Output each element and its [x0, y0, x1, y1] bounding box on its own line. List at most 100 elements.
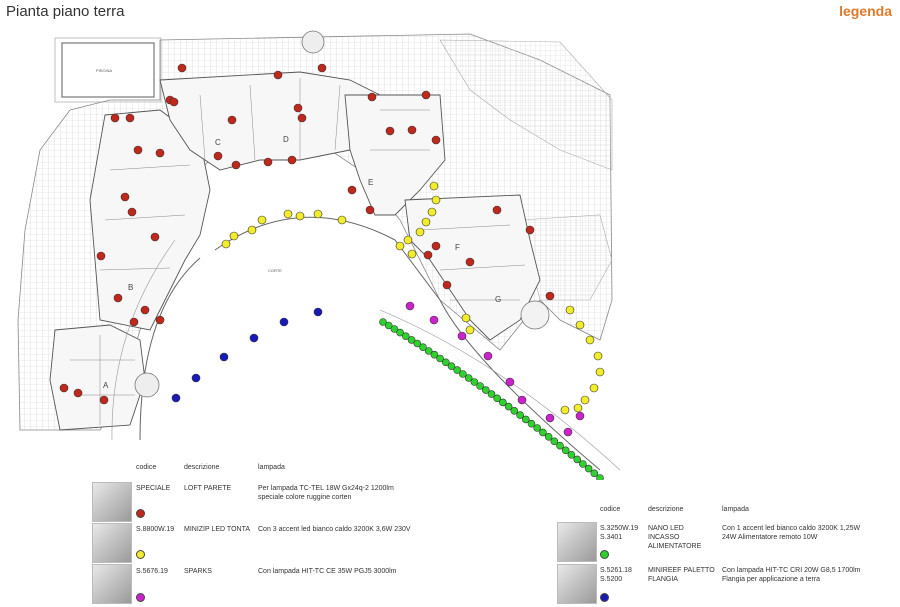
yellow-marker [337, 215, 347, 225]
green-marker [481, 386, 490, 394]
blue-marker [279, 317, 289, 327]
green-marker [584, 464, 593, 473]
blue-marker [191, 373, 201, 383]
legend-codice: S.8800W.19 [136, 526, 175, 533]
green-marker [579, 460, 587, 468]
red-marker [525, 225, 535, 235]
red-marker [155, 315, 165, 325]
magenta-marker [505, 377, 515, 387]
legend-swatch-magenta [136, 593, 145, 602]
magenta-marker [483, 351, 493, 361]
red-marker [442, 280, 452, 290]
wall-lamp-icon [92, 482, 132, 522]
blue-marker [313, 307, 323, 317]
pool-label: PISCINA [96, 68, 112, 73]
legend-codice: S.3250W.19 S.3401 [600, 525, 639, 541]
page-title: Pianta piano terra [6, 3, 125, 20]
yellow-marker [221, 239, 231, 249]
legend-title: legenda [839, 3, 892, 19]
red-marker [59, 383, 69, 393]
green-marker [379, 318, 387, 326]
yellow-marker [465, 325, 475, 335]
red-marker [155, 148, 165, 158]
yellow-marker [395, 241, 405, 251]
red-marker [99, 395, 109, 405]
legend-swatch-yellow [136, 550, 145, 559]
legend-header-lampada: lampada [258, 464, 285, 471]
recessed-led-icon [92, 523, 132, 563]
red-marker [273, 70, 283, 80]
green-marker [567, 450, 576, 459]
green-marker [550, 437, 559, 446]
legend-lampada: Con lampada HIT-TC CE 35W PGJ5 3000lm [258, 568, 397, 575]
red-marker [545, 291, 555, 301]
legend-header-codice: codice [600, 506, 621, 513]
unit-label-e: E [368, 178, 373, 187]
red-marker [177, 63, 187, 73]
yellow-marker [573, 403, 583, 413]
legend-header-descrizione: descrizione [184, 464, 220, 471]
green-marker [510, 406, 519, 415]
green-marker [533, 424, 542, 432]
green-marker [430, 350, 439, 359]
red-marker [385, 126, 395, 136]
pool-area [61, 42, 155, 98]
red-marker [297, 113, 307, 123]
green-marker [596, 474, 604, 480]
red-marker [287, 155, 297, 165]
magenta-marker [405, 301, 415, 311]
red-marker [110, 113, 120, 123]
green-marker [401, 332, 410, 341]
green-marker [396, 328, 404, 337]
legend-descrizione: LOFT PARETE [184, 485, 232, 492]
red-marker [73, 388, 83, 398]
green-marker [544, 432, 553, 441]
green-marker [390, 325, 399, 333]
green-marker [419, 343, 427, 352]
legend-codice: SPECIALE [136, 485, 171, 492]
unit-label-d: D [283, 135, 289, 144]
magenta-marker [563, 427, 573, 437]
yellow-marker [295, 211, 305, 221]
red-marker [263, 157, 273, 167]
green-marker [561, 446, 570, 455]
legend-swatch-green [600, 550, 609, 559]
red-marker [125, 113, 135, 123]
red-marker [231, 160, 241, 170]
legend-swatch-red [136, 509, 145, 518]
legend-lampada: Per lampada TC-TEL 18W Gx24q-2 1200lm sp… [258, 485, 394, 501]
yellow-marker [461, 313, 471, 323]
unit-label-a: A [103, 381, 109, 390]
red-marker [227, 115, 237, 125]
green-marker [521, 415, 530, 424]
yellow-marker [415, 227, 425, 237]
blue-marker [249, 333, 259, 343]
yellow-marker [427, 207, 437, 217]
green-marker [476, 382, 484, 390]
yellow-marker [403, 235, 413, 245]
legend-descrizione: NANO LED INCASSO ALIMENTATORE [648, 525, 702, 550]
yellow-marker [595, 367, 605, 377]
green-marker [441, 358, 450, 367]
luminaire-markers [59, 63, 605, 480]
red-marker [431, 135, 441, 145]
nano-led-icon [557, 522, 597, 562]
red-marker [465, 257, 475, 267]
legend-lampada: Con lampada HIT-TC CRI 20W G8,5 1700lm F… [722, 567, 861, 583]
green-marker [527, 419, 536, 428]
green-marker [516, 411, 524, 419]
yellow-marker [593, 351, 603, 361]
magenta-marker [575, 411, 585, 421]
blue-marker [171, 393, 181, 403]
red-marker [150, 232, 160, 242]
green-marker [573, 455, 582, 464]
red-marker [492, 205, 502, 215]
green-marker [470, 378, 479, 386]
yellow-marker [313, 209, 323, 219]
unit-label-g: G [495, 295, 501, 304]
magenta-marker [545, 413, 555, 423]
legend-descrizione: MINIZIP LED TONTA [184, 526, 250, 533]
courtyard-label: CORTE [268, 268, 282, 273]
unit-a [49, 324, 146, 431]
green-marker [493, 394, 502, 403]
